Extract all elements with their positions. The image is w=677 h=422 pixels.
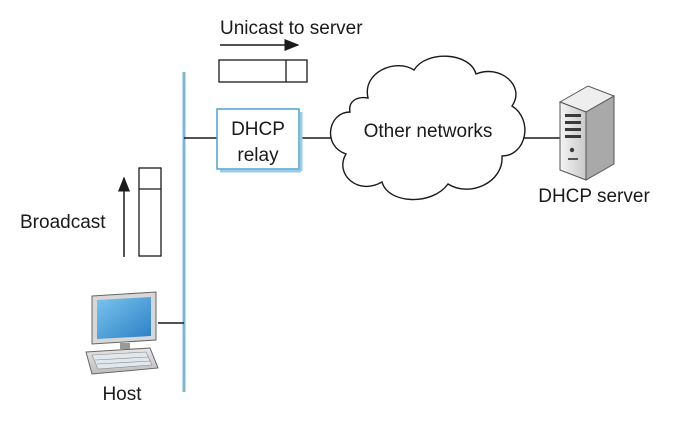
broadcast-label: Broadcast	[20, 212, 106, 233]
desktop-computer-icon	[85, 291, 159, 375]
server-label: DHCP server	[538, 186, 650, 207]
dhcp-relay-box: DHCP relay	[216, 108, 303, 173]
broadcast-packet	[138, 167, 162, 257]
cloud-icon: Other networks	[330, 55, 526, 201]
unicast-label: Unicast to server	[220, 18, 363, 39]
relay-label-line1: DHCP	[231, 119, 285, 140]
host-label: Host	[102, 384, 142, 405]
server-tower-icon	[558, 85, 616, 181]
cloud-label: Other networks	[364, 121, 493, 142]
unicast-packet	[218, 59, 308, 83]
relay-label-line2: relay	[237, 145, 279, 166]
